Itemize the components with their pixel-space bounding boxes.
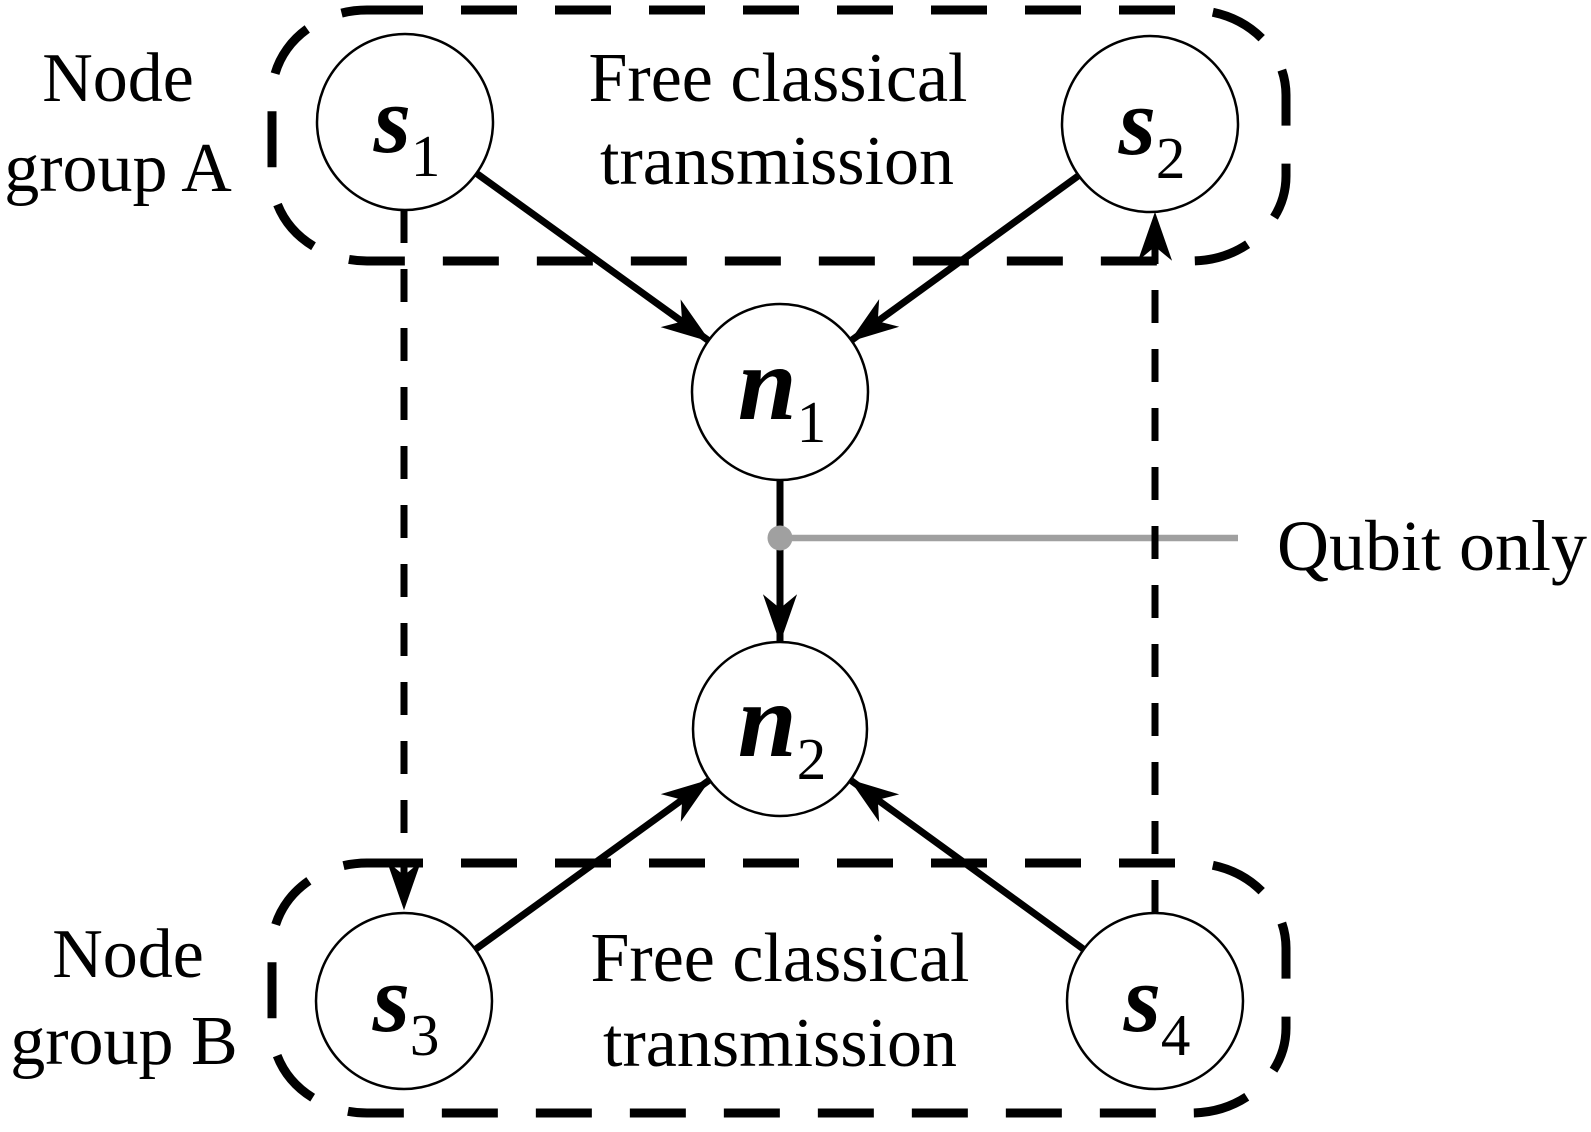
node-s4-label: s4 [1123, 945, 1191, 1068]
qubit-only-label: Qubit only [1277, 506, 1587, 586]
node-n1-letter: n [738, 325, 797, 442]
node-n1-label: n1 [738, 325, 826, 455]
group-a-name-line1: Node [42, 40, 194, 117]
node-s2-label: s2 [1118, 68, 1186, 191]
edge-s2-n1 [849, 172, 1081, 344]
node-n2-subscript: 2 [797, 726, 827, 792]
group-b-caption-line1: Free classical [591, 920, 970, 997]
node-s3-label: s3 [372, 945, 440, 1068]
edge-s1-n1 [473, 170, 711, 344]
node-s1-label: s1 [373, 66, 441, 189]
group-b-name-line2: group B [10, 1003, 238, 1080]
qubit-junction-dot [767, 525, 793, 551]
node-s1-circle [315, 32, 495, 212]
group-b-border [267, 858, 1291, 1118]
node-s3-circle [314, 911, 494, 1091]
node-n1-subscript: 1 [797, 389, 827, 455]
node-s3-letter: s [372, 945, 410, 1052]
node-n2-circle [691, 640, 869, 818]
edge-s3-n2 [473, 777, 711, 953]
edge-s4-n2 [849, 777, 1086, 953]
group-b-caption-line2: transmission [603, 1005, 957, 1082]
node-s1-subscript: 1 [411, 123, 441, 189]
node-n2-letter: n [738, 662, 797, 779]
node-s4-circle [1065, 911, 1245, 1091]
group-a-caption-line1: Free classical [589, 40, 968, 117]
node-n1-circle [690, 302, 870, 482]
node-s4-letter: s [1123, 945, 1161, 1052]
node-n2-label: n2 [738, 662, 826, 792]
group-a-name-line2: group A [4, 130, 232, 207]
group-a-border [267, 5, 1291, 266]
node-s2-circle [1060, 34, 1240, 214]
node-s2-subscript: 2 [1156, 125, 1186, 191]
node-s1-letter: s [373, 66, 411, 173]
group-b-name-line1: Node [52, 916, 204, 993]
group-a-caption-line2: transmission [600, 123, 954, 200]
node-s2-letter: s [1118, 68, 1156, 175]
node-s3-subscript: 3 [410, 1002, 440, 1068]
node-s4-subscript: 4 [1161, 1002, 1191, 1068]
